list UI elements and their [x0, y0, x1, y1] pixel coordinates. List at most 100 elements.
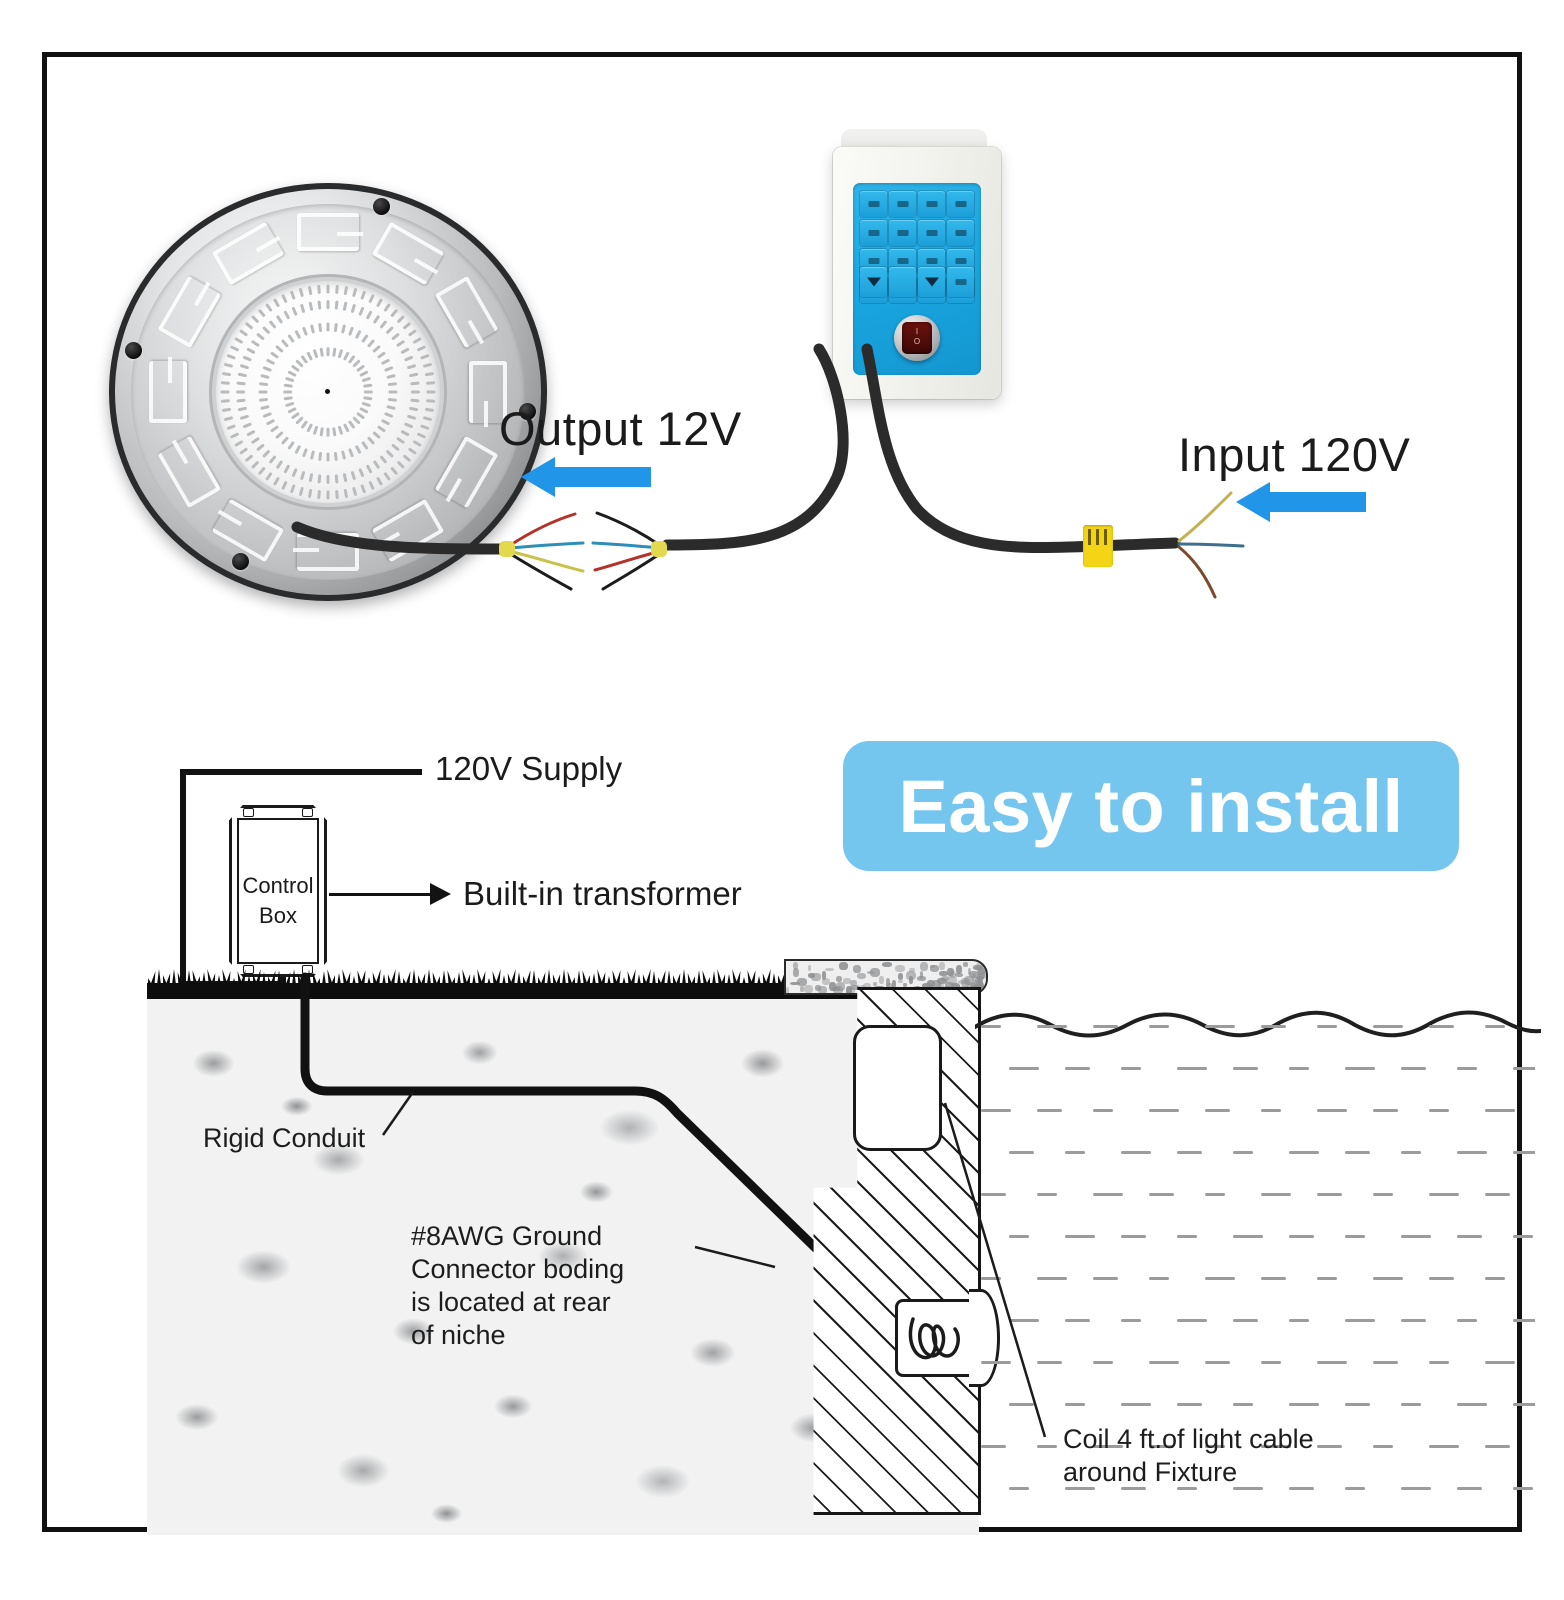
water-dash: [1485, 1193, 1510, 1196]
gravel-speck: [909, 976, 913, 984]
gravel-speck: [969, 971, 979, 978]
gravel-speck: [793, 962, 798, 969]
water-dash: [1373, 1109, 1398, 1112]
water-dash: [1513, 1403, 1535, 1406]
gravel-speck: [937, 978, 947, 984]
water-dash: [1093, 1193, 1123, 1196]
water-dash: [1037, 1109, 1062, 1112]
keypad-key[interactable]: [860, 219, 887, 246]
keypad-key[interactable]: [947, 191, 974, 217]
grass-blade: [667, 970, 671, 985]
water-dash: [1065, 1403, 1085, 1406]
water-dash: [1513, 1067, 1535, 1070]
fixture-lens: [216, 281, 440, 503]
gravel-speck: [808, 973, 815, 978]
gravel-speck: [939, 971, 948, 976]
water-dash: [1289, 1487, 1314, 1490]
water-dash: [1093, 1277, 1118, 1280]
control-box-label-line2: Box: [259, 903, 297, 928]
water-dash: [1177, 1067, 1207, 1070]
water-dash: [1149, 1193, 1174, 1196]
supply-line-vertical: [180, 769, 186, 987]
coil-note-line-1: Coil 4 ft.of light cable: [1063, 1424, 1314, 1454]
keypad-key[interactable]: [860, 267, 887, 297]
keypad-key[interactable]: [889, 267, 916, 297]
keypad-key[interactable]: [889, 191, 916, 217]
gravel-speck: [818, 986, 827, 993]
water-dash: [1345, 1235, 1365, 1238]
gravel-speck: [955, 973, 963, 977]
keypad-key[interactable]: [889, 219, 916, 246]
coil-note-line-2: around Fixture: [1063, 1457, 1238, 1487]
water-dash: [1065, 1487, 1095, 1490]
pool-led-light-fixture: [109, 183, 547, 601]
water-dash: [1345, 1487, 1365, 1490]
water-dash: [981, 1277, 1001, 1280]
led-emitter: [326, 452, 330, 462]
input-arrow: [1236, 482, 1366, 522]
gravel-speck: [961, 978, 970, 987]
water-dash: [1233, 1151, 1253, 1154]
water-dash: [1233, 1487, 1263, 1490]
water-dash: [1485, 1277, 1505, 1280]
grass-blade: [172, 969, 176, 985]
keypad-key[interactable]: [918, 191, 945, 217]
supply-label: 120V Supply: [435, 750, 623, 787]
gravel-speck: [836, 976, 842, 982]
water-body: [981, 1015, 1535, 1515]
water-dash: [1261, 1109, 1281, 1112]
water-dash: [1513, 1151, 1535, 1154]
grass-blade: [157, 969, 161, 985]
water-dash: [1485, 1361, 1515, 1364]
grass-blade: [247, 975, 251, 985]
water-dash: [1009, 1403, 1034, 1406]
keypad-key[interactable]: [918, 267, 945, 297]
keypad-key[interactable]: [947, 267, 974, 297]
water-dash: [1429, 1109, 1449, 1112]
grass-blade: [652, 971, 656, 985]
control-box-label-line1: Control: [242, 873, 314, 898]
water-dash: [1233, 1319, 1258, 1322]
water-dash: [1485, 1025, 1505, 1028]
bezel-screw: [519, 402, 537, 420]
gravel-speck: [898, 973, 903, 980]
water-dash: [1205, 1277, 1235, 1280]
gravel-speck: [895, 965, 905, 972]
wall-outline: [813, 987, 981, 1515]
gravel-speck: [882, 962, 892, 967]
grass-blade: [472, 974, 476, 985]
transformer-arrow-head: [430, 883, 451, 905]
gravel-speck: [978, 971, 986, 979]
grass-blade: [202, 972, 206, 985]
keypad-key[interactable]: [947, 219, 974, 246]
water-dash: [1065, 1235, 1095, 1238]
water-dash: [1121, 1487, 1146, 1490]
water-dash: [1177, 1235, 1197, 1238]
water-dash: [1121, 1151, 1151, 1154]
water-dash: [1345, 1151, 1370, 1154]
keypad-down-row[interactable]: [860, 267, 974, 297]
bezel-screw: [372, 197, 390, 215]
grass-blade: [697, 970, 701, 985]
water-dash: [1457, 1235, 1482, 1238]
water-dash: [1093, 1025, 1118, 1028]
input-label: Input 120V: [1178, 428, 1411, 481]
gravel-speck: [811, 973, 821, 981]
grass-blade: [622, 977, 626, 985]
keypad-key[interactable]: [860, 191, 887, 217]
installation-diagram: 120V Supply Control Box Built-in transfo…: [135, 747, 1541, 1547]
greek-key-motif: [296, 212, 363, 251]
gravel-speck: [947, 976, 957, 985]
grass-blade: [712, 971, 716, 985]
gravel-speck: [909, 968, 915, 972]
gravel-speck: [870, 968, 880, 977]
gravel-speck: [829, 982, 836, 991]
keypad-key[interactable]: [918, 219, 945, 246]
water-dash: [1429, 1361, 1449, 1364]
grass-blade: [562, 969, 566, 985]
gravel-speck: [930, 965, 939, 972]
water-dash: [1233, 1067, 1258, 1070]
